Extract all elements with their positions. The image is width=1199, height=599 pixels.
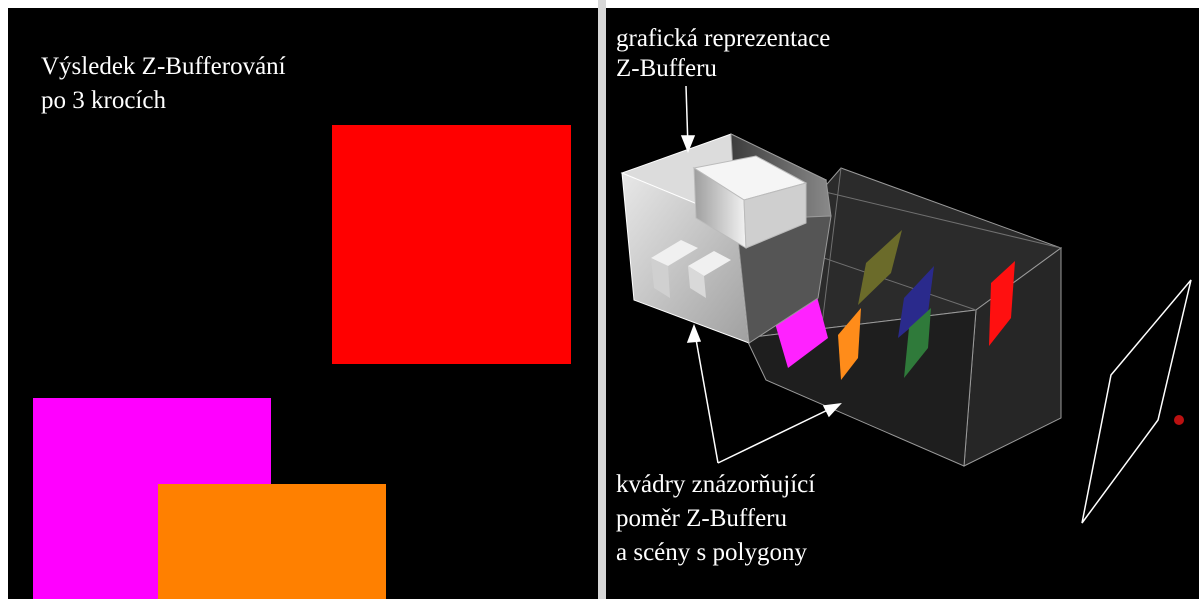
- green-polygon: [904, 308, 931, 378]
- box-caption-line1: kvádry znázorňující: [616, 471, 816, 498]
- blue-polygon: [898, 266, 934, 338]
- result-caption-line2: po 3 krocích: [41, 87, 166, 114]
- red-square: [332, 125, 571, 364]
- zbuffer-3d-scene: [620, 85, 1192, 524]
- olive-polygon: [858, 230, 902, 305]
- box-caption-line3: a scény s polygony: [616, 539, 807, 566]
- zbuffer-3d-panel: grafická reprezentace Z-Bufferu kvádry z…: [606, 8, 1199, 599]
- camera-point: [1174, 415, 1184, 425]
- red-polygon: [989, 261, 1015, 346]
- zbuffer-caption-line2: Z-Bufferu: [616, 55, 717, 82]
- zbuffer-caption-line1: grafická reprezentace: [616, 25, 831, 52]
- zbuffer-result-panel: Výsledek Z-Bufferování po 3 krocích: [8, 8, 598, 599]
- zbuffer-box: [620, 133, 832, 344]
- orange-polygon: [838, 308, 861, 380]
- box-caption-line2: poměr Z-Bufferu: [616, 505, 788, 532]
- camera-frustum: [1081, 279, 1192, 524]
- result-caption-line1: Výsledek Z-Bufferování: [41, 53, 286, 80]
- orange-square: [158, 484, 386, 599]
- panel-divider: [598, 0, 606, 599]
- annotation-arrows: [680, 85, 842, 464]
